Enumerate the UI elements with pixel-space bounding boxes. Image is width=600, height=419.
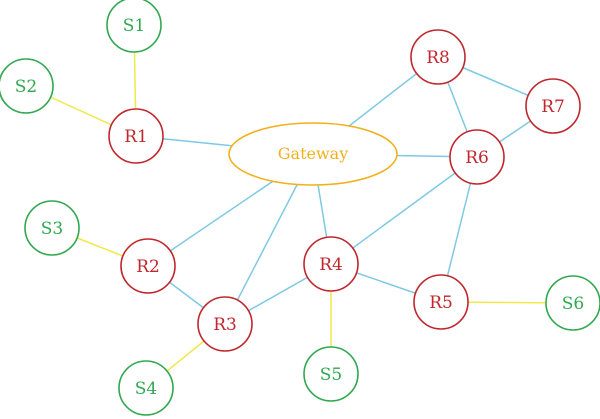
sensor-node-s1: S1 bbox=[106, 0, 162, 53]
sensor-node-s5: S5 bbox=[303, 346, 359, 402]
router-circle bbox=[525, 78, 581, 134]
link-r4-r6 bbox=[330, 156, 478, 265]
router-node-r8: R8 bbox=[410, 29, 466, 85]
router-circle bbox=[449, 129, 505, 185]
router-label: R7 bbox=[541, 97, 565, 117]
router-circle bbox=[413, 274, 469, 330]
sensor-label: S6 bbox=[562, 294, 584, 314]
sensor-circle bbox=[106, 0, 162, 53]
sensor-circle bbox=[545, 275, 600, 331]
sensor-node-s6: S6 bbox=[545, 275, 600, 331]
sensor-label: S1 bbox=[123, 16, 145, 36]
sensor-circle bbox=[0, 58, 54, 114]
router-circle bbox=[108, 108, 164, 164]
router-node-r6: R6 bbox=[449, 129, 505, 185]
sensor-label: S2 bbox=[15, 77, 37, 97]
links-layer bbox=[25, 24, 574, 389]
router-label: R4 bbox=[319, 255, 343, 275]
sensor-circle bbox=[118, 360, 174, 416]
router-label: R2 bbox=[136, 257, 160, 277]
sensor-label: S4 bbox=[135, 379, 157, 399]
router-node-r1: R1 bbox=[108, 108, 164, 164]
sensor-node-s3: S3 bbox=[24, 200, 80, 256]
router-label: R5 bbox=[429, 293, 453, 313]
router-label: R6 bbox=[465, 148, 489, 168]
sensor-node-s2: S2 bbox=[0, 58, 54, 114]
router-label: R1 bbox=[124, 127, 148, 147]
sensor-label: S3 bbox=[41, 219, 63, 239]
sensor-label: S5 bbox=[320, 365, 342, 385]
router-node-r3: R3 bbox=[197, 296, 253, 352]
router-node-r2: R2 bbox=[120, 238, 176, 294]
sensor-circle bbox=[24, 200, 80, 256]
router-node-r5: R5 bbox=[413, 274, 469, 330]
router-label: R3 bbox=[213, 315, 237, 335]
router-circle bbox=[303, 236, 359, 292]
router-circle bbox=[410, 29, 466, 85]
router-label: R8 bbox=[426, 48, 450, 68]
router-circle bbox=[197, 296, 253, 352]
gateway-node: Gateway bbox=[228, 122, 398, 186]
sensor-circle bbox=[303, 346, 359, 402]
gateway-label: Gateway bbox=[278, 144, 349, 163]
sensor-node-s4: S4 bbox=[118, 360, 174, 416]
router-circle bbox=[120, 238, 176, 294]
router-node-r4: R4 bbox=[303, 236, 359, 292]
gateway-ellipse bbox=[228, 122, 398, 186]
router-node-r7: R7 bbox=[525, 78, 581, 134]
